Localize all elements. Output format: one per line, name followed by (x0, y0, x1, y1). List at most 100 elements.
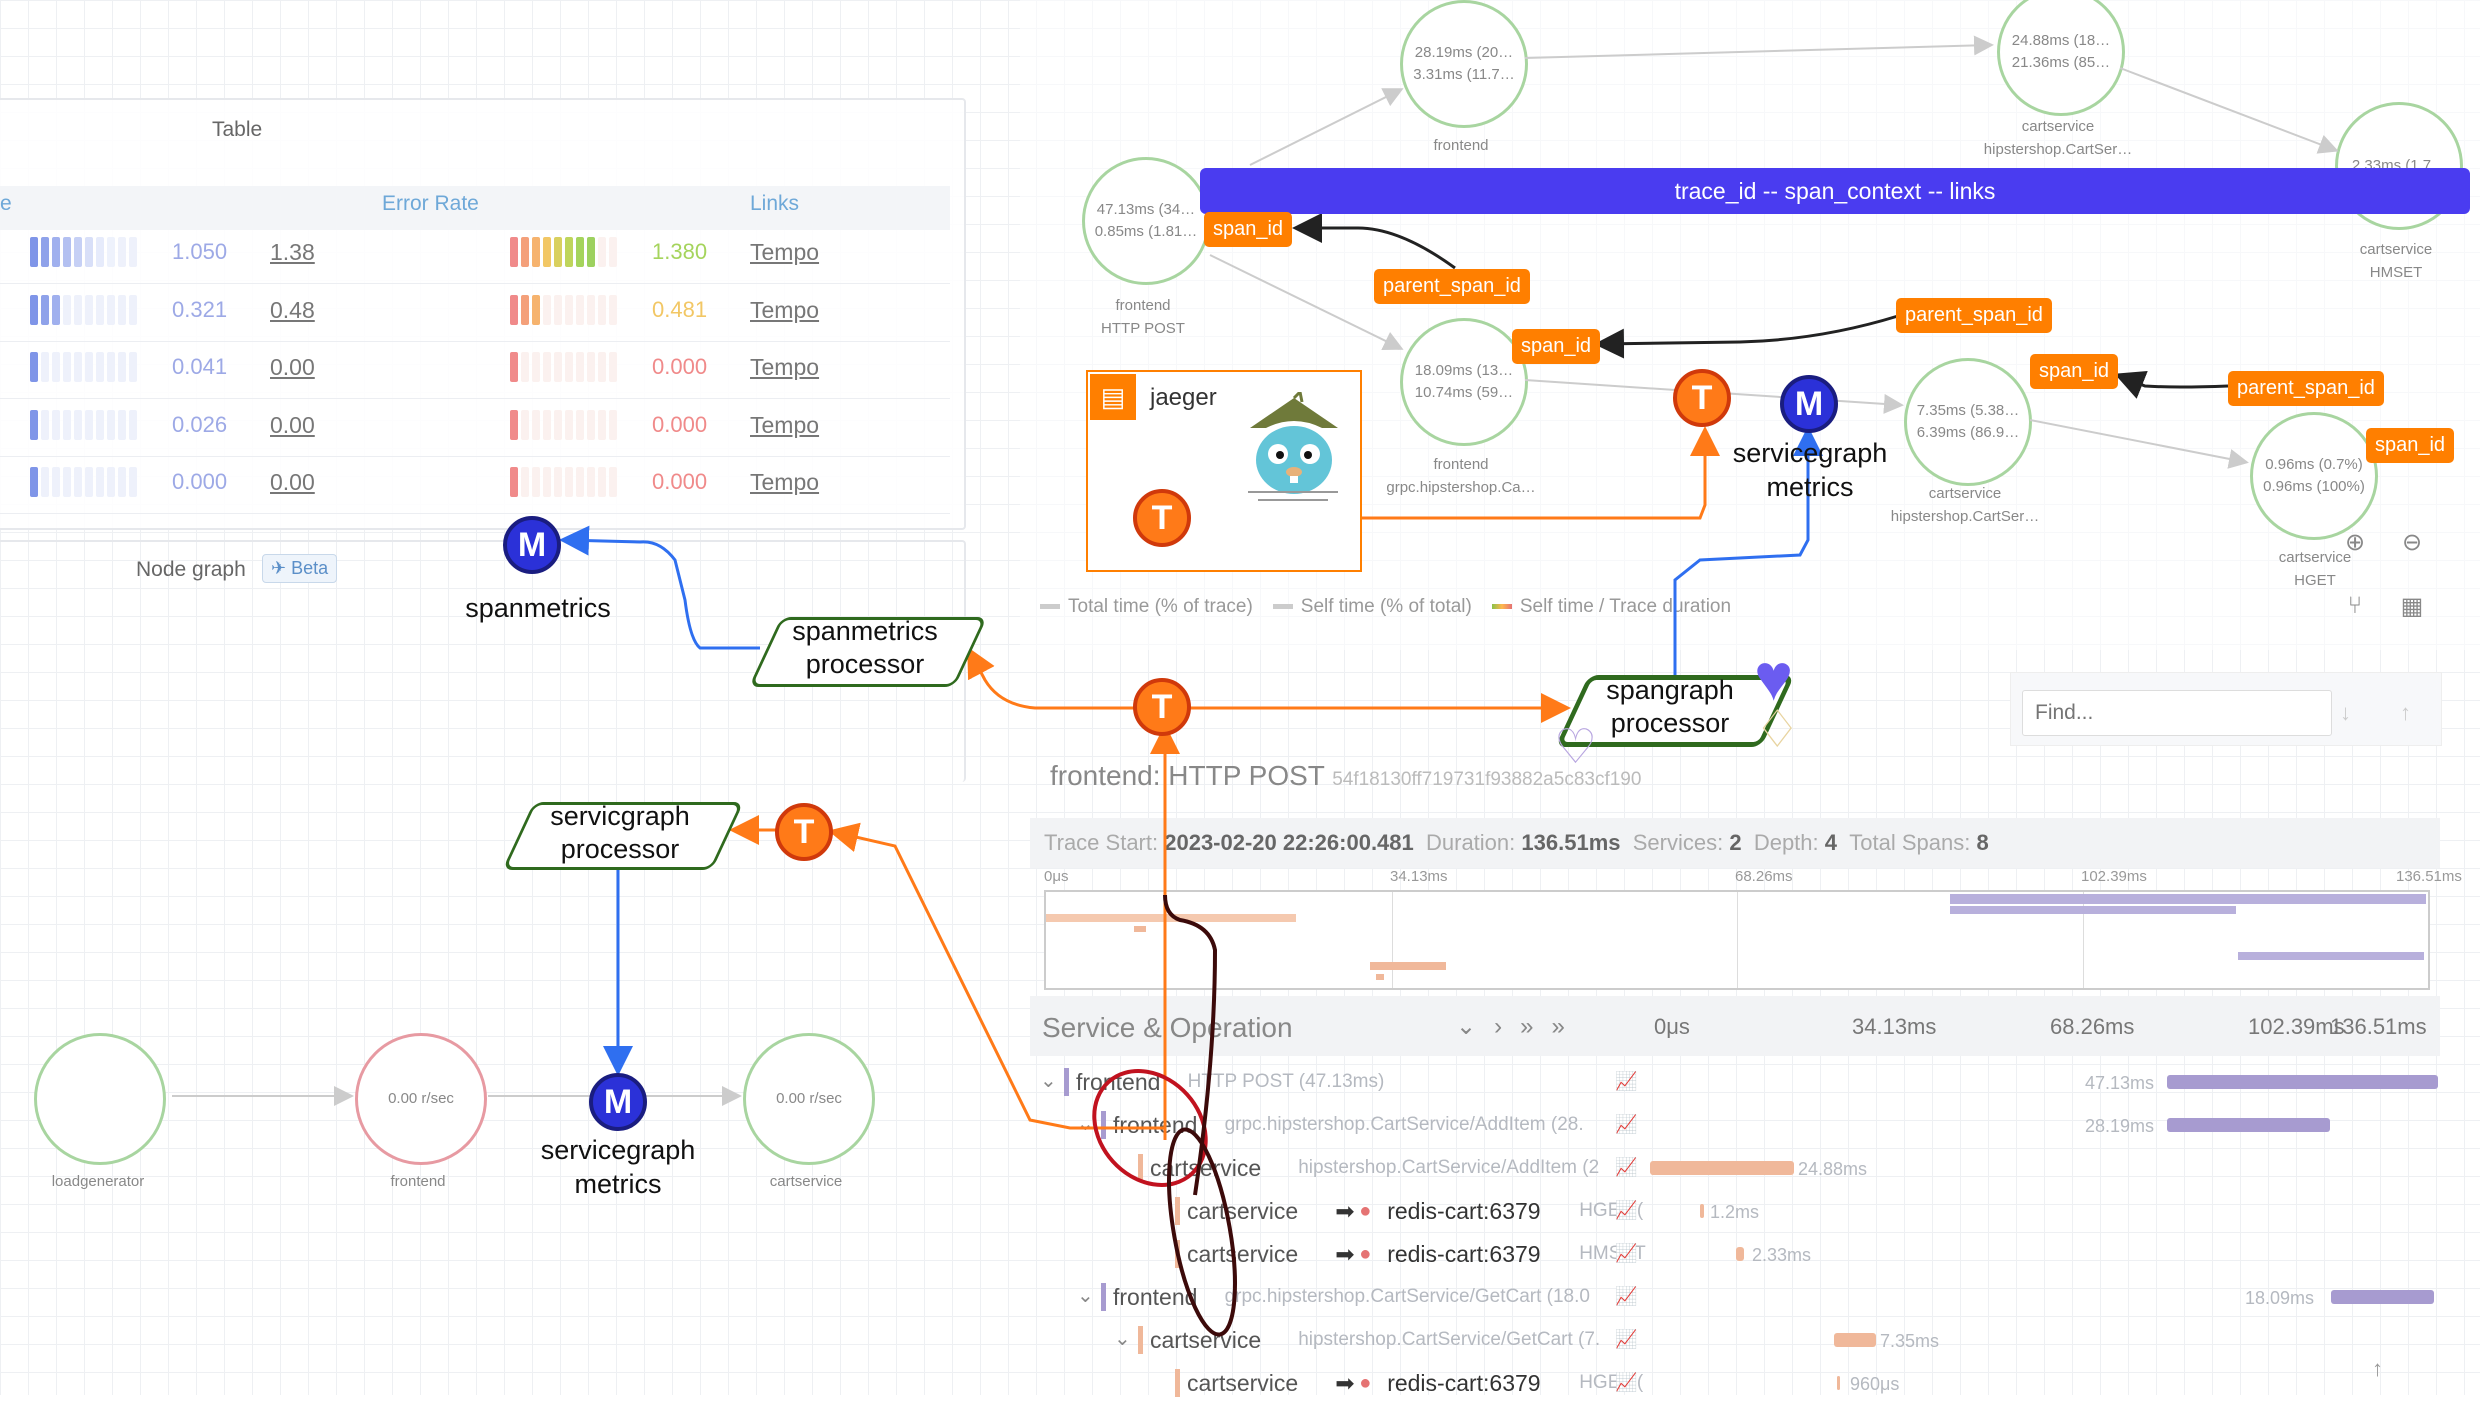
summary-depth-value: 4 (1824, 830, 1838, 855)
heart-icon-lavender: ♡ (1554, 721, 1598, 774)
table-value-link[interactable]: 0.00 (270, 469, 315, 495)
trace-node-5[interactable]: 7.35ms (5.38…6.39ms (86.9… (1904, 358, 2032, 486)
span-id-tag-1: span_id (1204, 212, 1293, 247)
graph-node-cartservice[interactable]: 0.00 r/sec (743, 1033, 875, 1165)
chart-icon[interactable]: 📈 (1615, 1071, 1638, 1091)
zoom-out-icon[interactable]: ⊖ (2401, 528, 2423, 556)
table-title: Table (212, 118, 263, 141)
node-stat: 10.74ms (59… (1414, 384, 1514, 401)
span-operation: HGET ( (1579, 1372, 1644, 1393)
chart-icon[interactable]: 📈 (1615, 1200, 1638, 1220)
trace-node-7[interactable]: 0.96ms (0.7%)0.96ms (100%) (2250, 412, 2378, 540)
chart-icon[interactable]: 📈 (1615, 1243, 1638, 1263)
parent-to-span-2 (1594, 314, 1899, 359)
gauge-cell (85, 294, 93, 325)
parent-span-id-tag-2: parent_span_id (1896, 298, 2052, 333)
tempo-link[interactable]: Tempo (750, 469, 820, 495)
trace-minimap[interactable] (1044, 890, 2430, 990)
redis-dot-icon: ● (1359, 1200, 1372, 1222)
trace-node-1[interactable]: 47.13ms (34…0.85ms (1.81… (1082, 157, 1210, 285)
chevron-down-icon[interactable]: ⌄ (1114, 1328, 1131, 1350)
scroll-top-icon[interactable]: ↑ (2372, 1356, 2383, 1381)
arrow-down-icon[interactable]: ↓ (2340, 700, 2351, 725)
double-chevron-right-icon[interactable]: » (1551, 1013, 1583, 1040)
rate-bar-gauge (30, 352, 137, 382)
gauge-cell (63, 409, 71, 440)
error-bar-gauge (510, 352, 617, 382)
node-stat: 24.88ms (18… (2011, 32, 2111, 49)
gauge-cell (96, 237, 104, 267)
span-bar[interactable] (1700, 1204, 1704, 1218)
span-operation: hipstershop.CartService/GetCart (7. (1298, 1329, 1601, 1350)
gauge-cell (118, 409, 126, 440)
span-bar[interactable] (1834, 1333, 1876, 1347)
summary-duration-label: Duration: (1426, 830, 1516, 855)
span-operation: grpc.hipstershop.CartService/AddItem (28… (1224, 1114, 1584, 1135)
tempo-link[interactable]: Tempo (750, 296, 820, 323)
minimap-span (1950, 894, 2426, 904)
gauge-cell (543, 467, 551, 497)
gauge-cell (587, 467, 595, 497)
timeline-tick: 68.26ms (2050, 1014, 2135, 1039)
chart-icon[interactable]: 📈 (1615, 1372, 1638, 1392)
gauge-cell (565, 467, 573, 497)
service-operation-header: Service & Operation (1042, 1012, 1293, 1043)
gauge-cell (129, 352, 137, 382)
chevron-down-icon[interactable]: ⌄ (1456, 1013, 1495, 1040)
table-value-link[interactable]: 0.48 (270, 296, 315, 323)
span-bar[interactable] (1736, 1247, 1744, 1261)
span-bar[interactable] (1837, 1376, 1840, 1390)
trace-node-2[interactable]: 28.19ms (20…3.31ms (11.7… (1400, 0, 1528, 128)
table-value-link[interactable]: 1.38 (270, 239, 315, 265)
table-error-rate: 1.380 (652, 239, 708, 264)
gauge-cell (74, 294, 82, 325)
table-value-link[interactable]: 0.00 (270, 354, 315, 380)
layout-tree-icon[interactable]: ⑂ (2347, 592, 2363, 619)
chart-icon[interactable]: 📈 (1615, 1114, 1638, 1134)
graph-node-loadgenerator[interactable] (34, 1033, 166, 1165)
service-color-bar (1101, 1111, 1106, 1139)
find-input[interactable] (2022, 690, 2332, 736)
tempo-link[interactable]: Tempo (750, 354, 820, 380)
trace-node-4[interactable]: 24.88ms (18…21.36ms (85… (1997, 0, 2125, 116)
chart-icon[interactable]: 📈 (1615, 1286, 1638, 1306)
gauge-cell (118, 467, 126, 497)
legend-self-trace-label: Self time / Trace duration (1519, 596, 1732, 617)
chevron-down-icon[interactable]: ⌄ (1040, 1070, 1057, 1092)
chart-icon[interactable]: 📈 (1615, 1157, 1638, 1177)
span-bar[interactable] (2331, 1290, 2434, 1304)
span-bar[interactable] (2167, 1075, 2438, 1089)
tempo-link[interactable]: Tempo (750, 239, 820, 265)
chart-icon[interactable]: 📈 (1615, 1329, 1638, 1349)
span-duration: 1.2ms (1710, 1202, 1760, 1222)
double-chevron-down-icon[interactable]: » (1520, 1013, 1552, 1040)
highlight-connector (1163, 894, 1218, 1196)
jaeger-label: jaeger (1150, 384, 1217, 411)
table-value-link[interactable]: 0.00 (270, 411, 315, 438)
tempo-link[interactable]: Tempo (750, 411, 820, 438)
trace-node-3[interactable]: 18.09ms (13…10.74ms (59… (1400, 318, 1528, 446)
arrow-up-icon[interactable]: ↑ (2400, 700, 2411, 725)
span-peer: redis-cart:6379 (1387, 1198, 1541, 1224)
gauge-cell (107, 467, 115, 497)
zoom-in-icon[interactable]: ⊕ (2344, 528, 2366, 556)
node-op: HTTP POST (1101, 320, 1185, 337)
gauge-cell (96, 294, 104, 325)
minimap-divider (1737, 892, 1738, 988)
span-bar[interactable] (1650, 1161, 1794, 1175)
span-bar[interactable] (2167, 1118, 2330, 1132)
layout-grid-icon[interactable]: ▦ (2400, 592, 2424, 620)
expand-controls[interactable]: ⌄›»» (1456, 1012, 1583, 1041)
graph-node-frontend[interactable]: 0.00 r/sec (355, 1033, 487, 1165)
gauge-cell (118, 294, 126, 325)
chevron-down-icon[interactable]: ⌄ (1077, 1285, 1094, 1307)
chevron-right-icon[interactable]: › (1494, 1013, 1521, 1040)
gauge-cell (609, 409, 617, 440)
